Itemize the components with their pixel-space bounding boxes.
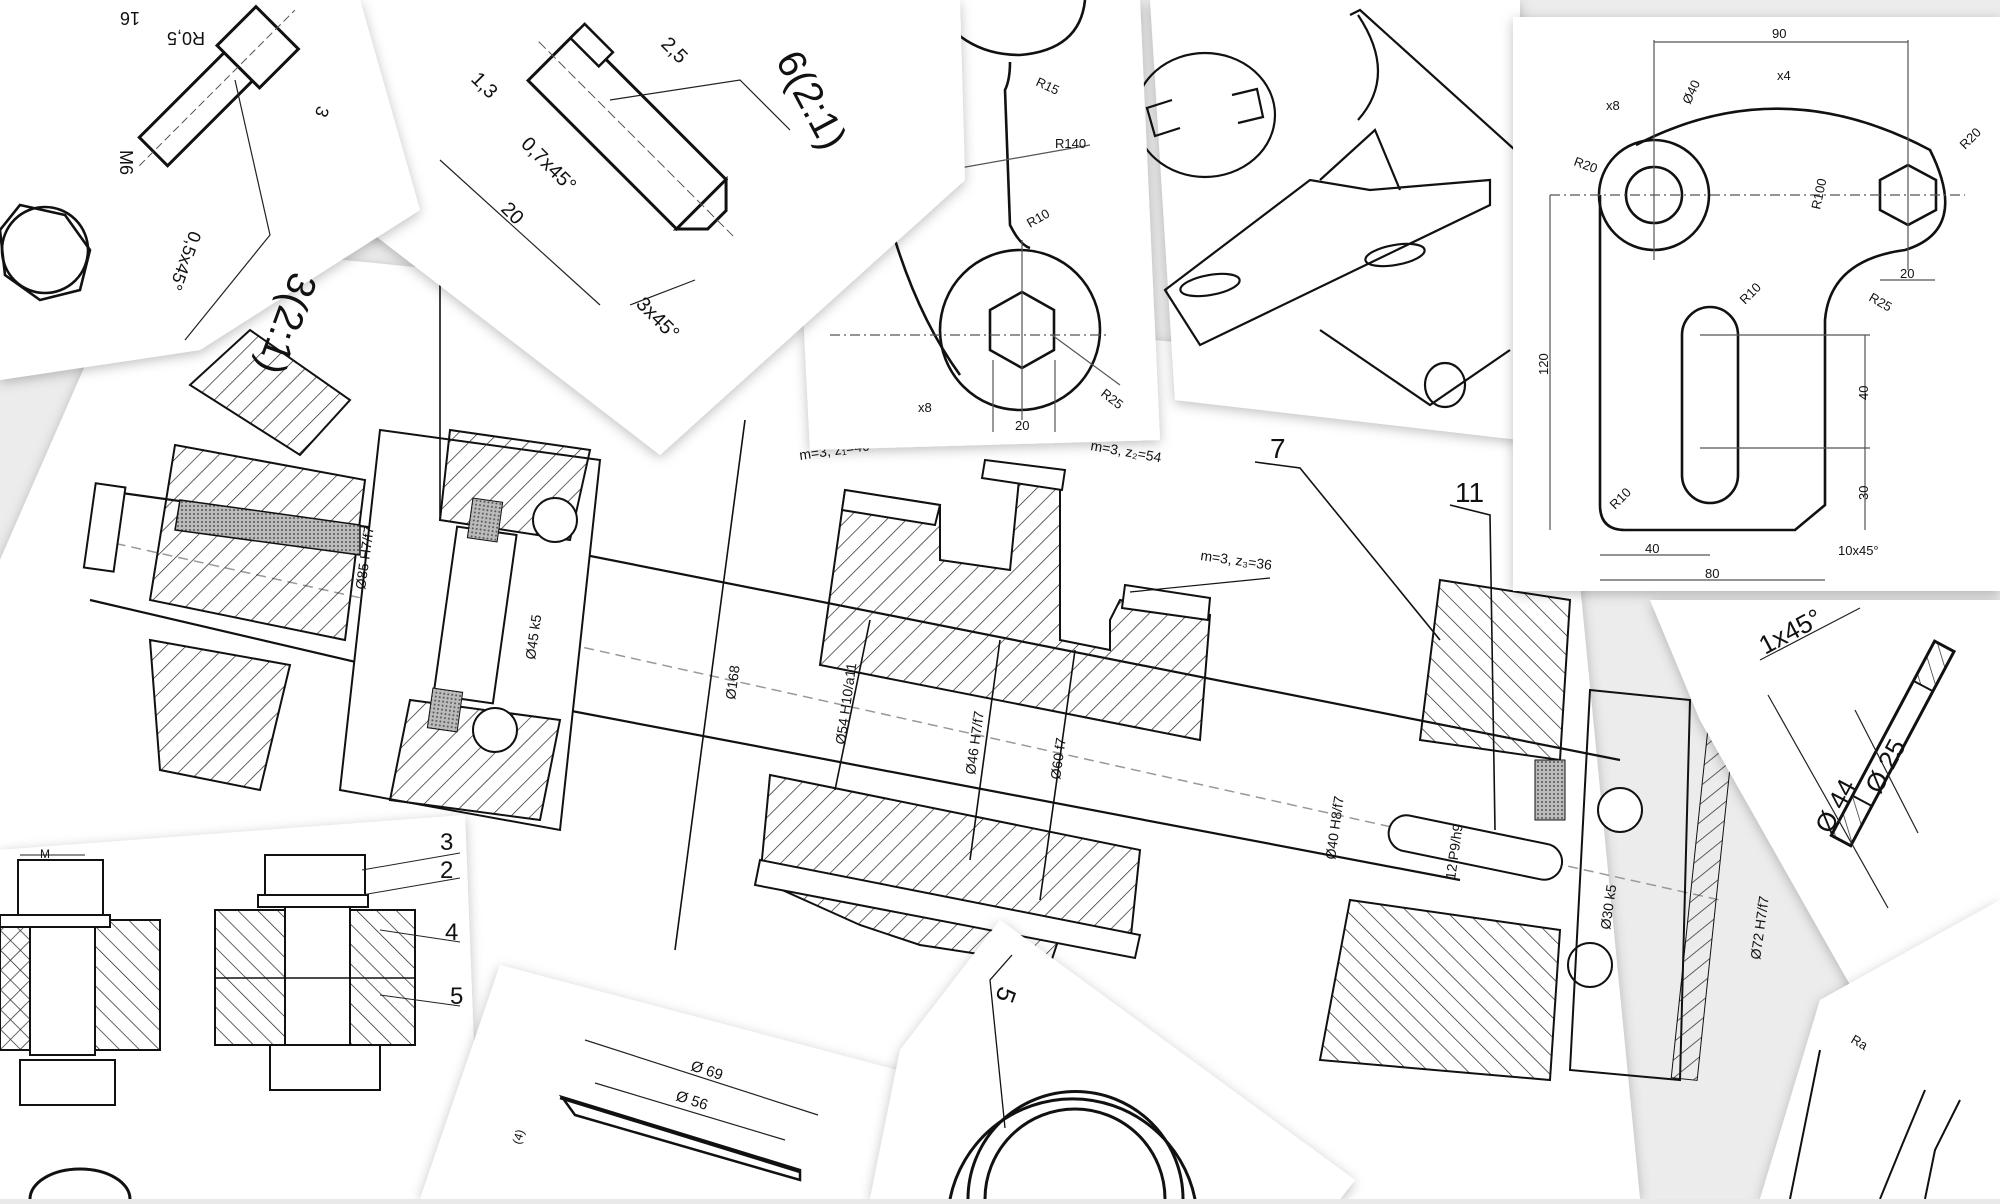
sheet-bracket-plate: 90 x8 Ø40 x4 R20 R100 R20 20 R10 R25 120… [1513,17,2000,591]
dim-m6: M6 [116,150,136,175]
gear-cluster: Ø168 Ø54 H10/a11 Ø46 H7/f7 Ø60 f7 m=3, z… [674,419,1273,967]
callout-bolt-5: 5 [450,983,463,1010]
dim-20: 20 [1900,266,1914,281]
callout-bolt-2: 2 [440,857,453,884]
dim-chamfer: 10x45° [1838,543,1879,558]
dim-keyway: 12 P9/h9 [1442,822,1466,880]
sheet-screw-detail-6: 1,3 2,5 0,7x45° 20 3x45° 6(2:1) [290,0,965,455]
callout-part-7: 7 [1270,433,1286,464]
dim-r140: R140 [1055,136,1086,151]
dim-r100: R100 [1808,177,1829,211]
sheet-disc-spring: Ø 69 Ø 56 (4) [420,965,935,1199]
dim-90: 90 [1772,26,1786,41]
dim-20: 20 [1015,418,1029,433]
dim-120: 120 [1536,353,1551,375]
dim-40-vertical: 40 [1856,386,1871,400]
dim-40-horizontal: 40 [1645,541,1659,556]
dim-d45k5: Ø45 k5 [522,613,544,660]
dim-d168: Ø168 [722,664,743,700]
dim-16: 16 [120,8,140,28]
callout-bolt-4: 4 [445,919,458,946]
bearing-housing-right: Ø40 H8/f7 12 P9/h9 Ø30 k5 Ø72 H7/f7 [1318,578,1772,1082]
bearing-housing-left: Ø85 H7/f7 Ø45 k5 [338,428,602,832]
dim-x8: x8 [918,400,932,415]
pulley-section [82,328,367,792]
dim-80: 80 [1705,566,1719,581]
callout-bolt-3: 3 [440,829,453,856]
sheet-isometric-bracket [1133,0,1520,440]
sheet-washer-section: 1x45° Ø 44 Ø 25 [1650,600,2000,1020]
sheet-round-nut: 5 [870,920,1355,1200]
dim-m: M [40,847,50,861]
dim-x4: x4 [1777,68,1791,83]
dim-d60: Ø60 f7 [1047,736,1069,780]
sheet-bottom-right-section: Ra [1760,900,2000,1200]
sheet-bolt-joint: 3 2 4 5 M [0,815,480,1200]
callout-part-11: 11 [1455,477,1484,508]
dim-30: 30 [1856,486,1871,500]
dim-r0-5: R0,5 [167,28,205,48]
dim-x8: x8 [1606,98,1620,113]
dim-d30k5: Ø30 k5 [1597,883,1619,930]
dim-thickness: (4) [510,1128,528,1146]
